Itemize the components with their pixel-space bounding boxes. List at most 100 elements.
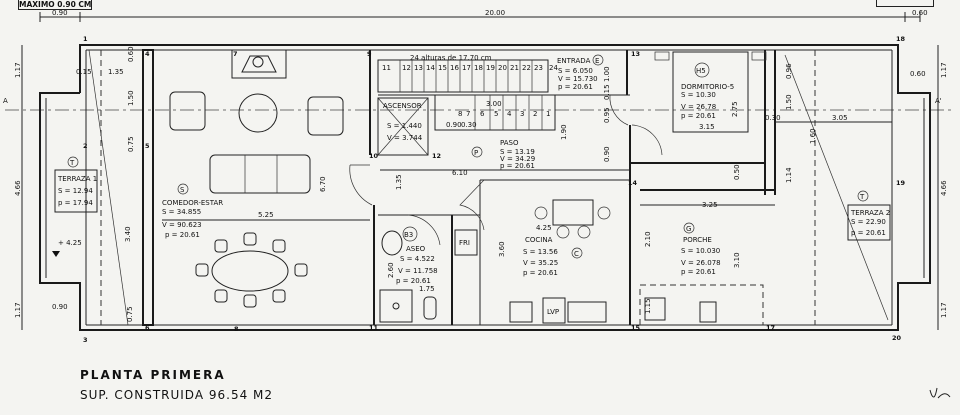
- fireplace: [231, 49, 287, 79]
- node-number: 5: [145, 142, 150, 150]
- node-number: 3: [83, 336, 88, 344]
- room-volume: V = 26.78: [681, 103, 716, 111]
- room-labels: T TERRAZA 1 S = 12.94 p = 17.94 S COMEDO…: [54, 54, 891, 285]
- dim: 1.17: [14, 302, 22, 318]
- dim: 1.35: [108, 68, 124, 76]
- room-code: T: [859, 193, 865, 201]
- room-area: S = 13.19: [500, 148, 535, 156]
- node-number: 14: [628, 179, 638, 187]
- dining-chairs: [195, 232, 308, 308]
- axis-label-left: A: [3, 97, 8, 105]
- room-code: G: [686, 225, 691, 233]
- sofa: [209, 154, 311, 194]
- shower: [379, 289, 413, 323]
- node-number: 19: [896, 179, 906, 187]
- step-number: 12: [402, 64, 411, 72]
- room-name: PORCHE: [683, 236, 712, 244]
- room-porche: G PORCHE S = 10.030 V = 26.078 p = 20.61: [681, 222, 721, 276]
- room-volume: V = 90.623: [162, 221, 202, 229]
- node-number: 15: [631, 324, 641, 332]
- dim-top-right: 0.60: [912, 9, 928, 17]
- fridge: [454, 229, 478, 256]
- dim: 6.10: [452, 169, 468, 177]
- cooktop: [509, 301, 533, 323]
- dim: 0.90: [52, 303, 68, 311]
- room-height: p = 17.94: [58, 199, 93, 207]
- room-name: COCINA: [525, 236, 553, 244]
- room-name: TERRAZA 1: [57, 175, 97, 183]
- room-name: PASO: [500, 139, 519, 147]
- room-area: S = 4.522: [400, 255, 435, 263]
- bed: [672, 51, 749, 133]
- dim: 1.17: [940, 302, 948, 318]
- step-number: 18: [474, 64, 483, 72]
- node-number: 6: [145, 324, 150, 332]
- dim: 1.75: [419, 285, 435, 293]
- elevator: ASCENSOR S = 1.440 V = 3.744: [377, 97, 429, 156]
- dim: 3.25: [702, 201, 718, 209]
- room-code: E: [595, 57, 599, 65]
- node-number: 13: [631, 50, 640, 58]
- dim: 4.66: [14, 180, 22, 196]
- room-name: ENTRADA: [557, 57, 591, 65]
- dim: 0.15: [76, 68, 92, 76]
- node-number: 2: [83, 142, 88, 150]
- room-name: COMEDOR-ESTAR: [162, 199, 223, 207]
- step-number: 4: [507, 110, 512, 118]
- max-note: MAXIMO 0.90 CM: [18, 0, 92, 10]
- step-number: 1: [546, 110, 550, 118]
- dim: 1.35: [395, 174, 403, 190]
- dim-total: 20.00: [485, 9, 505, 17]
- step-number: 19: [486, 64, 495, 72]
- level-triangle-icon: [52, 251, 60, 257]
- level-mark: + 4.25: [58, 239, 82, 247]
- room-code: T: [69, 159, 75, 167]
- room-height: p = 20.61: [851, 229, 886, 237]
- dim: 1.90: [560, 124, 568, 140]
- step-number: 14: [426, 64, 435, 72]
- dim: 2.10: [644, 231, 652, 247]
- dim: 1.17: [14, 62, 22, 78]
- room-aseo: B3 ASEO S = 4.522 V = 11.758 p = 20.61: [396, 226, 438, 285]
- stairs-note: 24 alturas de 17.70 cm: [410, 54, 492, 62]
- dim: 0.30: [461, 121, 477, 129]
- room-area: S = 1.440: [387, 122, 422, 130]
- furniture: LVP FRI: [169, 49, 767, 324]
- step-number: 23: [534, 64, 543, 72]
- dim: 0.50: [733, 164, 741, 180]
- room-area: S = 10.030: [681, 247, 720, 255]
- step-number: 15: [438, 64, 447, 72]
- room-volume: V = 11.758: [398, 267, 438, 275]
- dim: 0.60: [910, 70, 926, 78]
- dim: 3.00: [486, 100, 502, 108]
- node-number: 1: [83, 35, 88, 43]
- dim: 3.60: [498, 241, 506, 257]
- step-number: 17: [462, 64, 471, 72]
- room-dormitorio-5: H5 DORMITORIO-5 S = 10.30 V = 26.78 p = …: [681, 62, 734, 120]
- node-number: 11: [369, 324, 379, 332]
- dim: 1.15: [644, 298, 652, 314]
- step-number: 24: [549, 64, 558, 72]
- dim: 1.00: [603, 66, 611, 82]
- node-number: 10: [369, 152, 379, 160]
- room-area: S = 10.30: [681, 91, 716, 99]
- exterior-walls: [39, 44, 931, 331]
- room-cocina: C COCINA S = 13.56 V = 35.25 p = 20.61: [523, 236, 583, 277]
- dim: 4.66: [940, 180, 948, 196]
- node-number: 20: [892, 334, 902, 342]
- dim-top-left: 0.90: [52, 9, 68, 17]
- room-height: p = 20.61: [681, 112, 716, 120]
- dim: 3.15: [699, 123, 715, 131]
- room-area: S = 12.94: [58, 187, 93, 195]
- dimensions: 1.17 4.66 1.17 0.15 1.35 0.60 1.50 0.75 …: [14, 45, 948, 330]
- top-dimension-line: 0.90 20.00 0.60: [39, 9, 928, 22]
- dim: 0.60: [127, 46, 135, 62]
- dim: 1.17: [940, 62, 948, 78]
- step-number: 11: [382, 64, 391, 72]
- dining-table: [211, 250, 289, 292]
- dim: 1.60: [809, 128, 817, 144]
- interior-walls: [88, 49, 889, 326]
- dim: 1.50: [127, 90, 135, 106]
- dim: 3.05: [832, 114, 848, 122]
